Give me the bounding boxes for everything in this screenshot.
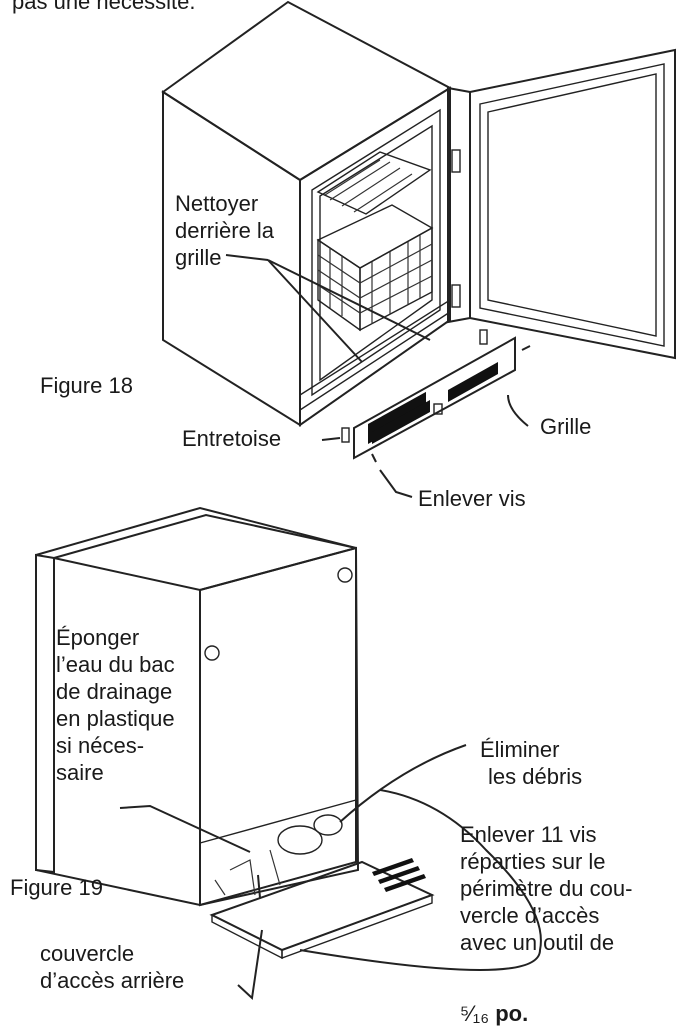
label-cover-2: d’accès arrière — [40, 968, 185, 993]
label-sponge-2: l’eau du bac — [56, 652, 175, 677]
figure18-leaders — [225, 254, 529, 498]
label-screws-2: réparties sur le — [460, 849, 606, 874]
label-screws-4: vercle d’accès — [460, 903, 600, 928]
label-clean-behind-grille-1: Nettoyer — [175, 191, 259, 216]
label-screws-3: périmètre du cou- — [460, 876, 633, 901]
top-cutoff-text: pas une nécessité. — [12, 0, 196, 14]
label-debris-1: Éliminer — [480, 737, 560, 762]
label-clean-behind-grille-2: derrière la — [175, 218, 275, 243]
tool-size-unit: po. — [495, 1001, 529, 1026]
label-screws-5: avec un outil de — [460, 930, 615, 955]
label-grille: Grille — [540, 414, 592, 439]
figure19-caption: Figure 19 — [10, 875, 103, 900]
grille-panel — [341, 329, 531, 463]
label-sponge-1: Éponger — [56, 625, 140, 650]
fridge-door — [447, 48, 676, 360]
label-debris-2: les débris — [488, 764, 583, 789]
label-sponge-3: de drainage — [56, 679, 173, 704]
figure18-caption: Figure 18 — [40, 373, 133, 398]
fridge-rear-cabinet — [35, 506, 360, 907]
label-cover-1: couvercle — [40, 941, 135, 966]
label-sponge-5: si néces- — [56, 733, 145, 758]
label-sponge-4: en plastique — [56, 706, 175, 731]
figure19-leaders — [119, 744, 542, 1001]
label-spacer: Entretoise — [182, 426, 282, 451]
tool-size-fraction: ⁵⁄₁₆ — [460, 1001, 490, 1026]
label-clean-behind-grille-3: grille — [175, 245, 222, 270]
label-screws-1: Enlever 11 vis — [460, 822, 597, 847]
figure18-diagram — [161, 0, 676, 498]
label-remove-screws: Enlever vis — [418, 486, 526, 511]
label-tool-size: ⁵⁄₁₆ po. — [460, 1000, 528, 1027]
label-sponge-6: saire — [56, 760, 104, 785]
spacer-part — [341, 427, 350, 443]
rear-access-cover — [209, 858, 435, 960]
